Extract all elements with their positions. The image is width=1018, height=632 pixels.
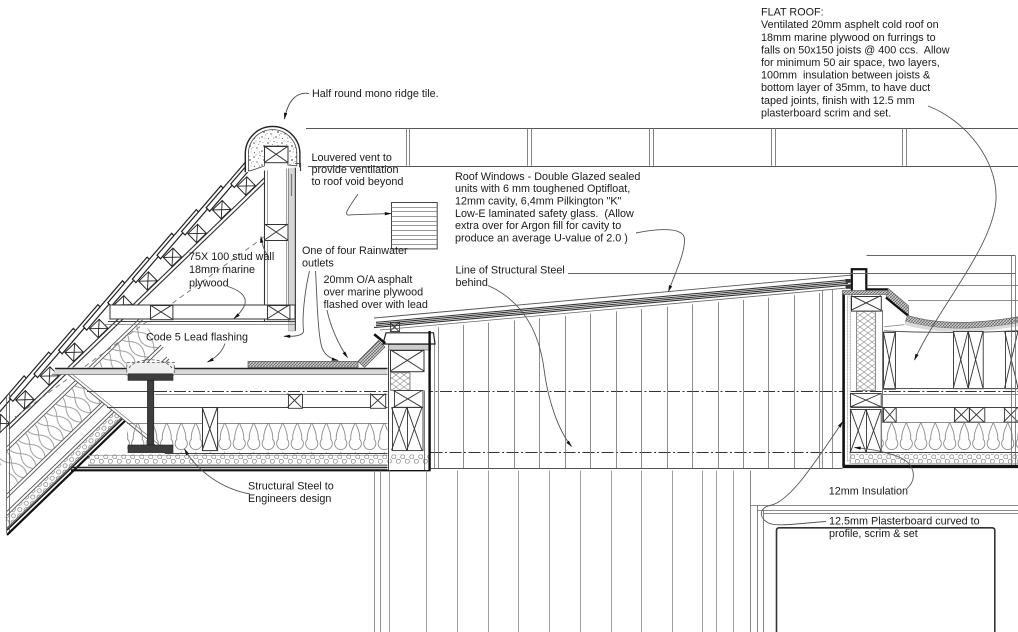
svg-text:FLAT ROOF:Ventilated 20mm asph: FLAT ROOF:Ventilated 20mm asphelt cold r… [761,7,950,120]
svg-text:12mm Insulation: 12mm Insulation [829,486,908,498]
svg-text:Code 5 Lead flashing: Code 5 Lead flashing [146,332,248,344]
svg-text:Roof Windows - Double Glazed s: Roof Windows - Double Glazed sealedunits… [455,171,640,245]
svg-text:Half round mono ridge tile.: Half round mono ridge tile. [312,88,439,100]
